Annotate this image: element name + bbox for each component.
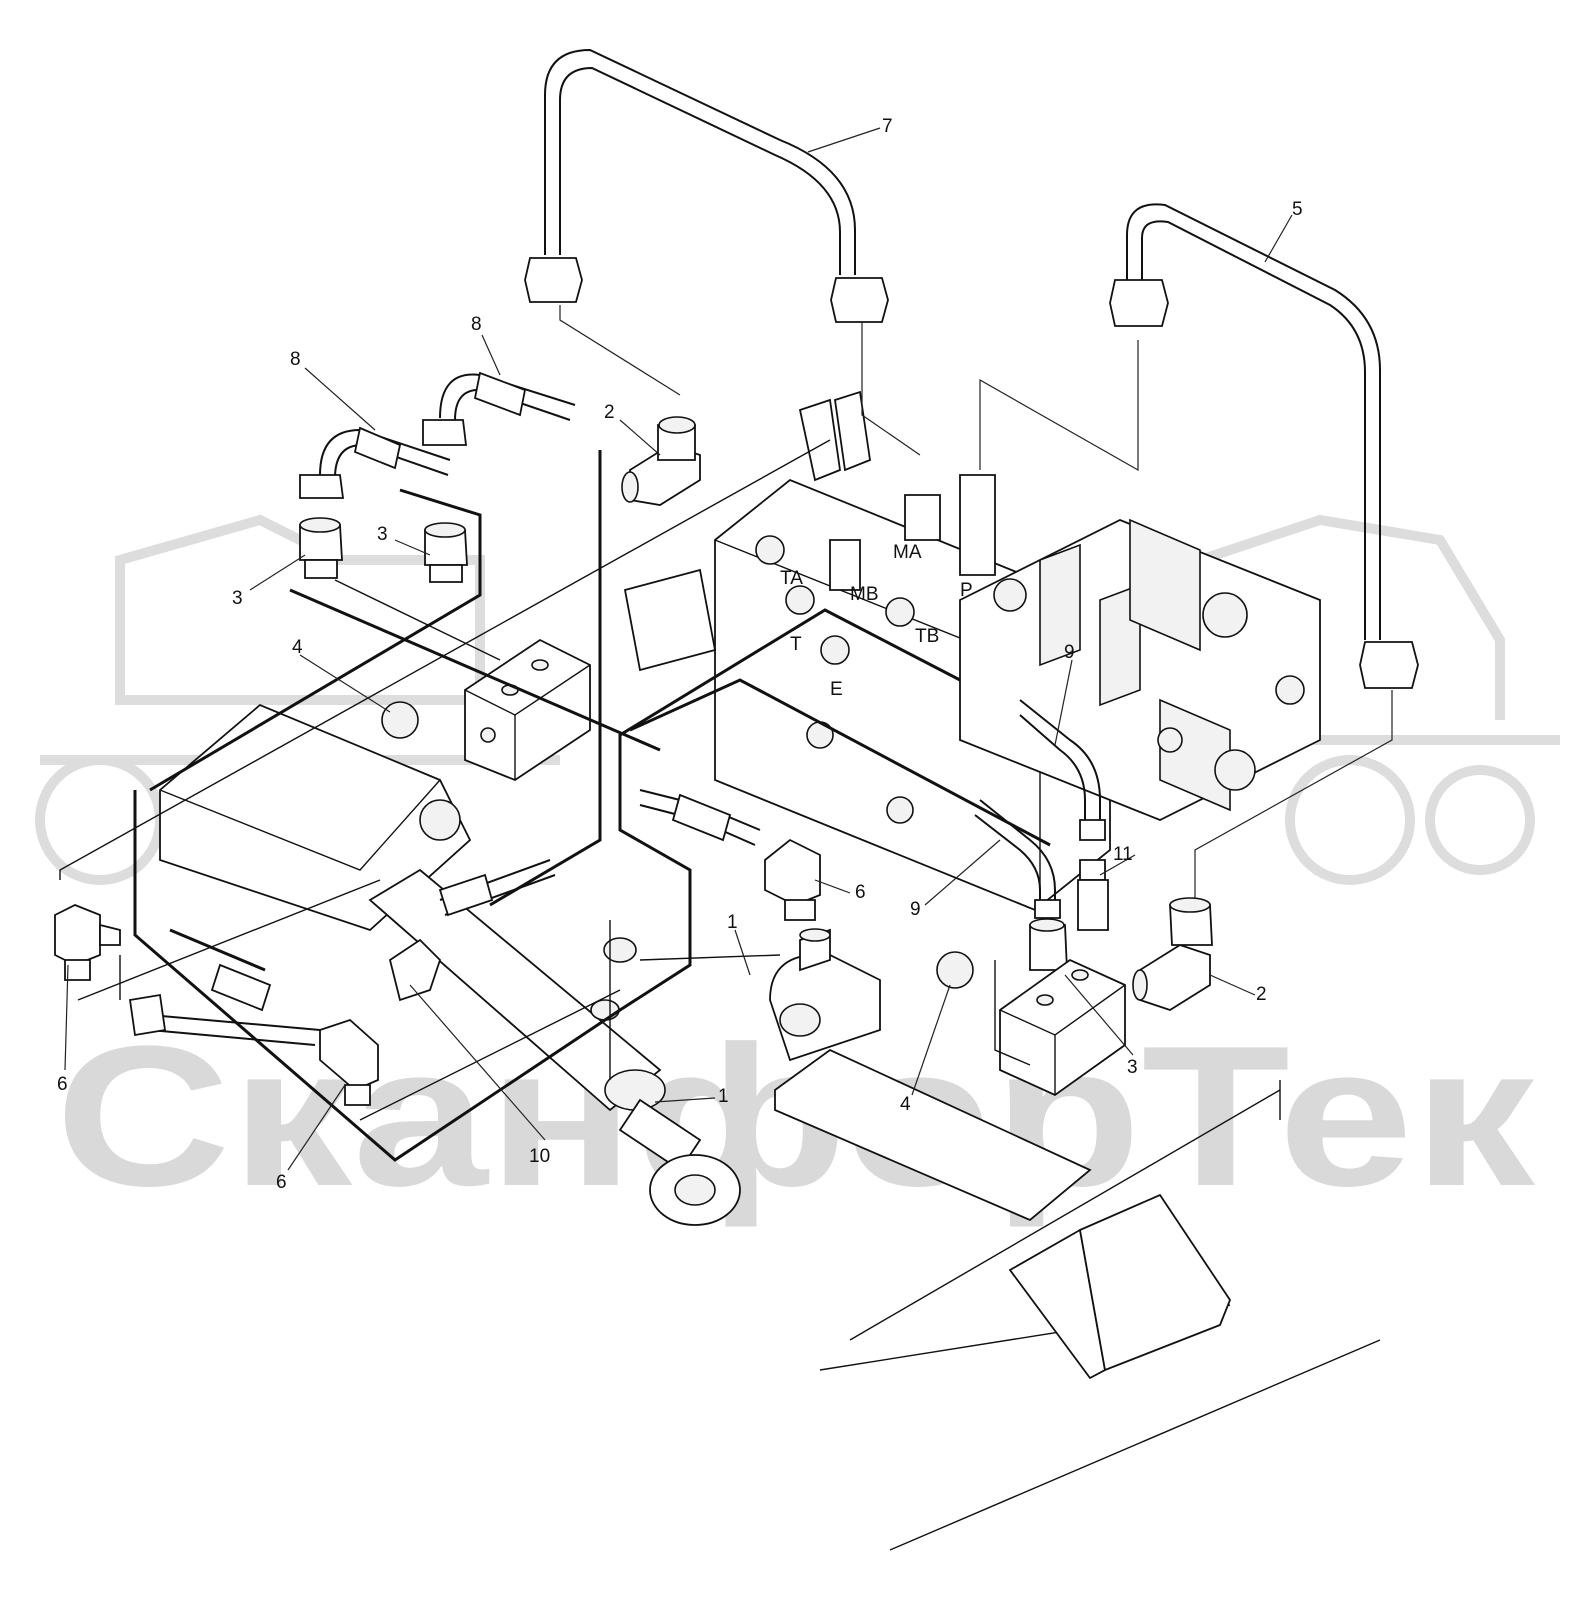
hose-9-lower — [974, 799, 1061, 919]
pipe-5-nut-right — [1359, 641, 1419, 689]
knob-5 — [1157, 727, 1183, 753]
valve-block: T E MA MB TA TB P — [623, 390, 1321, 912]
hydraulic-cylinder-left — [159, 703, 741, 1226]
callout-1-lower: 1 — [718, 1086, 729, 1107]
valve-right-section — [959, 518, 1321, 821]
knob-3 — [993, 578, 1027, 612]
valve-label-ma: MA — [893, 542, 922, 563]
solenoid-1 — [1039, 543, 1081, 667]
elbow-fitting-6-center — [764, 838, 821, 921]
adapter-3-right — [424, 522, 468, 583]
grouping-outlines — [133, 450, 1051, 1162]
callouts: 7 5 8 8 2 3 3 4 9 9 11 6 1 2 3 4 1 — [57, 116, 1303, 1193]
elbow-fitting-6-bottom — [319, 1018, 379, 1106]
callout-4-right: 4 — [900, 1094, 911, 1115]
ground-frame — [819, 1080, 1381, 1551]
valve-label-e: E — [830, 679, 843, 700]
callout-8-left: 8 — [290, 349, 301, 370]
pipe-5 — [1109, 203, 1419, 689]
callout-11: 11 — [1113, 844, 1133, 865]
plug-4-right — [936, 951, 974, 989]
valve-fitting-1 — [829, 539, 861, 591]
elbow-fitting-2-top — [621, 416, 701, 506]
pipe-connection-lines — [559, 305, 1393, 900]
callout-2-top: 2 — [604, 402, 615, 423]
valve-label-ta: TA — [780, 568, 803, 589]
adapter-3-bottom — [1029, 918, 1068, 971]
valve-port-d — [820, 635, 850, 665]
pressure-switch — [959, 474, 996, 576]
thin-leader-lines — [59, 439, 1031, 1121]
hose-6-lower — [128, 963, 321, 1046]
callout-6-bottom: 6 — [276, 1172, 287, 1193]
valve-label-mb: MB — [850, 584, 879, 605]
coil-1 — [1129, 518, 1201, 652]
callout-6-left: 6 — [57, 1074, 68, 1095]
valve-fitting-3 — [834, 390, 871, 472]
plug-4-left — [381, 701, 419, 739]
hose-9-upper — [1019, 699, 1106, 841]
mounting-block-left — [464, 638, 591, 782]
hose-center — [639, 789, 761, 846]
callout-3-left: 3 — [232, 588, 243, 609]
callout-8-right: 8 — [471, 314, 482, 335]
callout-5: 5 — [1292, 199, 1303, 220]
valve-connector — [623, 568, 717, 672]
callout-6-center: 6 — [855, 882, 866, 903]
adapter-3-left — [299, 517, 343, 579]
pipe-7-nut-right — [830, 277, 889, 323]
pressure-fitting — [904, 494, 941, 541]
pipe-7 — [524, 48, 889, 323]
pipe-5-nut-top — [1109, 279, 1169, 327]
hose-8-right — [422, 371, 576, 446]
callout-3-bottom: 3 — [1127, 1057, 1138, 1078]
callout-9-lower: 9 — [910, 899, 921, 920]
valve-port-f — [886, 796, 914, 824]
callout-10: 10 — [529, 1146, 550, 1167]
valve-port-a — [755, 535, 785, 565]
elbow-fitting-2-right — [1132, 897, 1213, 1011]
valve-label-tb: TB — [915, 626, 939, 647]
valve-port-c — [885, 597, 915, 627]
callout-9-upper: 9 — [1064, 642, 1075, 663]
knob-2 — [1214, 749, 1256, 791]
adapter-11 — [1077, 859, 1109, 931]
callout-2-right: 2 — [1256, 984, 1267, 1005]
callout-1-upper: 1 — [727, 912, 738, 933]
coil-2 — [1159, 698, 1231, 812]
callout-7: 7 — [882, 116, 893, 137]
hose-10 — [388, 859, 556, 1002]
valve-label-t: T — [790, 634, 802, 655]
mounting-block-right — [999, 958, 1126, 1097]
valve-port-b — [785, 585, 815, 615]
cylinder-bracket-right — [769, 928, 1092, 1222]
pipe-7-nut-left — [524, 257, 583, 303]
callout-3-right: 3 — [377, 524, 388, 545]
knob-4 — [1275, 675, 1305, 705]
elbow-fitting-6-left — [54, 904, 121, 981]
hose-8-left — [299, 426, 451, 499]
valve-fitting-2 — [798, 398, 841, 482]
knob-1 — [1202, 592, 1248, 638]
callout-4-left: 4 — [292, 637, 303, 658]
